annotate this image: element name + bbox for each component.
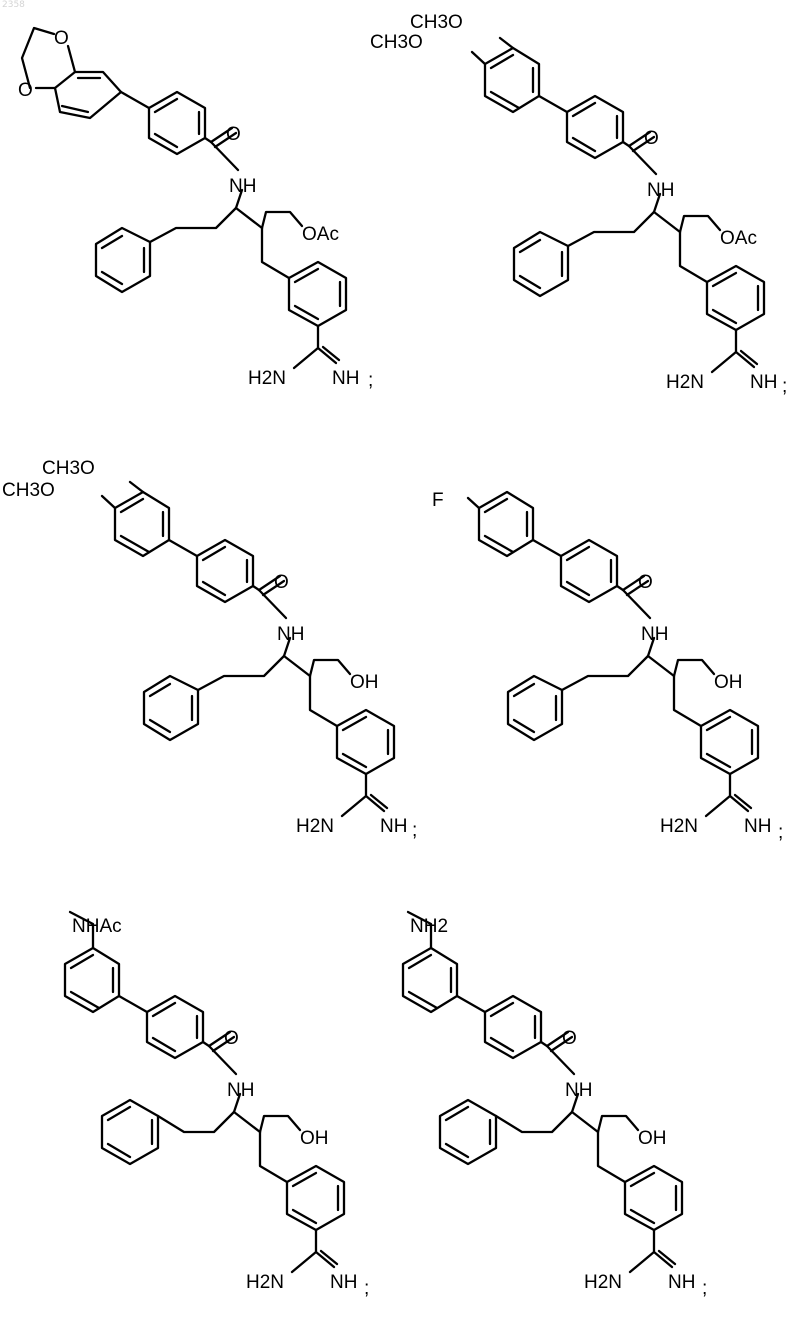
methoxy-left: CH3O	[370, 32, 423, 53]
separator: ;	[368, 370, 373, 391]
amidine-nh: NH	[332, 368, 359, 389]
amidine-h2n: H2N	[660, 816, 698, 837]
amide-oxygen: O	[562, 1028, 577, 1049]
dioxole-oxygen-top: O	[54, 28, 69, 49]
structure-6: NH2 O NH OH H2N NH ;	[403, 912, 707, 1299]
amide-nh: NH	[647, 180, 674, 201]
amide-oxygen: O	[274, 572, 289, 593]
amide-nh: NH	[229, 176, 256, 197]
methoxy-top: CH3O	[410, 12, 463, 33]
structure-3: CH3O CH3O O NH OH H2N NH ;	[2, 458, 417, 841]
structure-2: CH3O CH3O O NH OAc H2N NH ;	[370, 12, 787, 397]
structure-4: F O NH OH H2N NH ;	[432, 490, 783, 843]
nh2-label: NH2	[410, 916, 448, 937]
separator: ;	[782, 376, 787, 397]
fluoro-label: F	[432, 490, 444, 511]
amide-nh: NH	[565, 1080, 592, 1101]
methoxy-left: CH3O	[2, 480, 55, 501]
amide-nh: NH	[641, 624, 668, 645]
separator: ;	[702, 1278, 707, 1299]
side-group: OH	[300, 1128, 329, 1149]
amidine-h2n: H2N	[246, 1272, 284, 1293]
methoxy-top: CH3O	[42, 458, 95, 479]
nhac-label: NHAc	[72, 916, 122, 937]
side-group: OH	[714, 672, 743, 693]
amidine-h2n: H2N	[584, 1272, 622, 1293]
separator: ;	[412, 820, 417, 841]
structure-5: NHAc O NH OH H2N NH ;	[65, 912, 369, 1299]
side-group: OAc	[302, 224, 339, 245]
amidine-nh: NH	[750, 372, 777, 393]
structure-1: O O O NH OAc H2N NH ;	[18, 28, 373, 391]
amide-oxygen: O	[226, 124, 241, 145]
amidine-h2n: H2N	[296, 816, 334, 837]
amide-nh: NH	[227, 1080, 254, 1101]
amidine-nh: NH	[380, 816, 407, 837]
amide-oxygen: O	[224, 1028, 239, 1049]
amide-nh: NH	[277, 624, 304, 645]
amidine-nh: NH	[668, 1272, 695, 1293]
amidine-h2n: H2N	[666, 372, 704, 393]
amide-oxygen: O	[644, 128, 659, 149]
amide-oxygen: O	[638, 572, 653, 593]
amidine-h2n: H2N	[248, 368, 286, 389]
side-group: OH	[350, 672, 379, 693]
side-group: OH	[638, 1128, 667, 1149]
side-group: OAc	[720, 228, 757, 249]
amidine-nh: NH	[330, 1272, 357, 1293]
dioxole-oxygen-left: O	[18, 80, 33, 101]
separator: ;	[778, 822, 783, 843]
amidine-nh: NH	[744, 816, 771, 837]
separator: ;	[364, 1278, 369, 1299]
